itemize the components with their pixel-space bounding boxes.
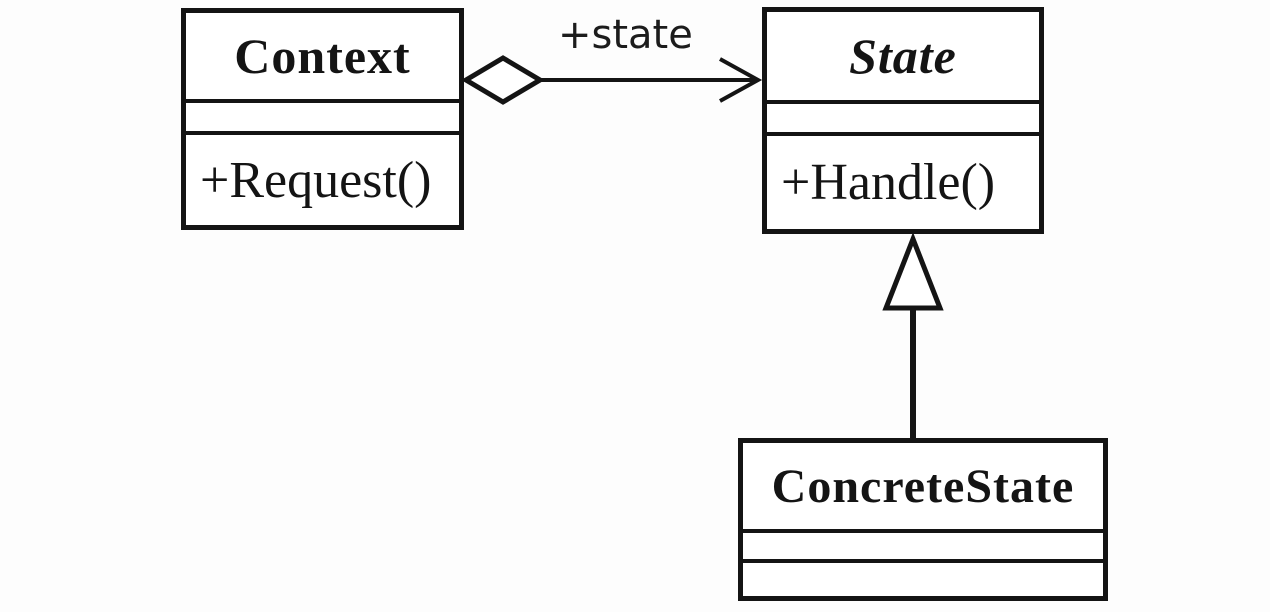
inheritance-triangle-icon	[882, 232, 944, 311]
method-label-request: +Request()	[186, 135, 459, 225]
aggregation-diamond-icon	[461, 55, 545, 105]
aggregation-role-label: +state	[558, 12, 693, 58]
class-name-state: State	[849, 28, 957, 84]
open-arrowhead-icon	[719, 57, 763, 103]
class-name-context: Context	[234, 28, 411, 84]
class-box-context: Context +Request()	[181, 8, 464, 230]
methods-compartment-concrete-state	[743, 559, 1103, 596]
attributes-compartment-state	[767, 100, 1039, 136]
class-box-concrete-state: ConcreteState	[738, 438, 1108, 601]
class-name-concrete-state: ConcreteState	[771, 459, 1075, 513]
attributes-compartment-concrete-state	[743, 529, 1103, 559]
method-label-handle: +Handle()	[767, 136, 1039, 229]
attributes-compartment-context	[186, 99, 459, 135]
class-box-state: State +Handle()	[762, 7, 1044, 234]
